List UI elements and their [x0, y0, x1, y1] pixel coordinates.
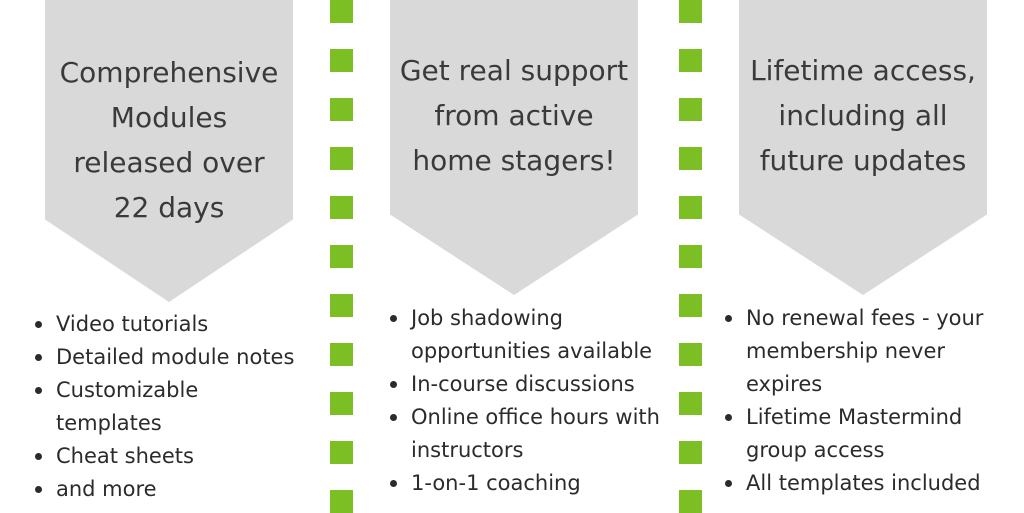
divider-square — [330, 0, 353, 23]
dotted-divider — [679, 0, 702, 513]
divider-square — [679, 294, 702, 317]
feature-list: Video tutorials Detailed module notes Cu… — [31, 308, 321, 506]
feature-list: No renewal fees - your membership never … — [721, 302, 1021, 500]
divider-square — [679, 245, 702, 268]
column-heading: Comprehensive Modules released over 22 d… — [59, 56, 279, 224]
divider-square — [679, 441, 702, 464]
list-item: No renewal fees - your membership never … — [721, 302, 1021, 401]
divider-square — [330, 392, 353, 415]
column-heading: Lifetime access, including all future up… — [750, 54, 976, 177]
divider-square — [679, 98, 702, 121]
dotted-divider — [330, 0, 353, 513]
divider-square — [679, 343, 702, 366]
divider-square — [330, 294, 353, 317]
list-item: Detailed module notes — [31, 341, 321, 374]
divider-square — [679, 392, 702, 415]
divider-square — [330, 343, 353, 366]
divider-square — [330, 196, 353, 219]
divider-square — [330, 441, 353, 464]
list-item: 1-on-1 coaching — [386, 467, 676, 500]
column-heading: Get real support from active home stager… — [399, 54, 629, 177]
divider-square — [330, 49, 353, 72]
divider-square — [330, 147, 353, 170]
divider-square — [679, 196, 702, 219]
divider-square — [330, 490, 353, 513]
list-item: Online office hours with instructors — [386, 401, 676, 467]
list-item: In-course discussions — [386, 368, 676, 401]
divider-square — [679, 490, 702, 513]
list-item: Video tutorials — [31, 308, 321, 341]
divider-square — [679, 0, 702, 23]
list-item: Cheat sheets — [31, 440, 321, 473]
feature-list: Job shadowing opportunities available In… — [386, 302, 676, 500]
list-item: All templates included — [721, 467, 1021, 500]
divider-square — [679, 147, 702, 170]
list-item: Customizable templates — [31, 374, 321, 440]
divider-square — [330, 98, 353, 121]
divider-square — [679, 49, 702, 72]
list-item: and more — [31, 473, 321, 506]
list-item: Lifetime Mastermind group access — [721, 401, 1021, 467]
divider-square — [330, 245, 353, 268]
list-item: Job shadowing opportunities available — [386, 302, 676, 368]
